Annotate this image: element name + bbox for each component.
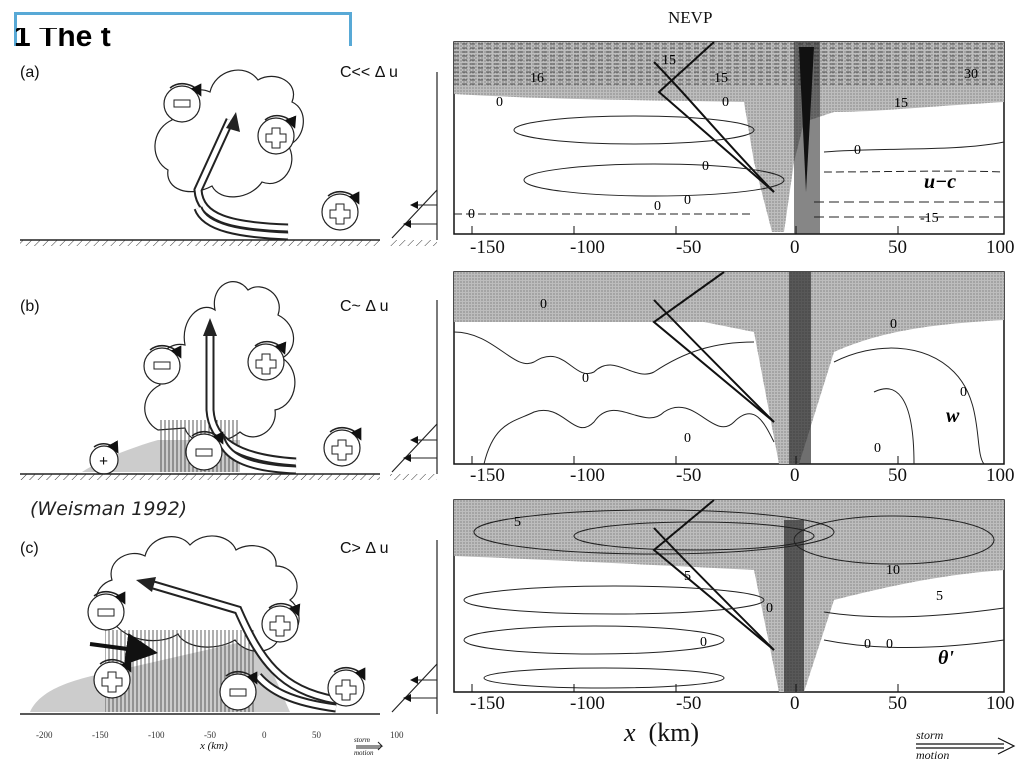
plot-w: 0 0 0 0 0 0 w bbox=[453, 271, 1005, 465]
u-c-label-7: 0 bbox=[854, 143, 861, 158]
regime-label-c: C> Δ u bbox=[340, 540, 389, 557]
schem-tick-5: 50 bbox=[312, 730, 321, 740]
updraft-a-inner bbox=[195, 118, 289, 231]
vortex-plus-b1 bbox=[247, 340, 287, 381]
plot1-tick-4: 50 bbox=[888, 237, 907, 258]
plot2-tick-0: -150 bbox=[470, 465, 505, 486]
plot-u-c: 16 15 15 30 0 0 15 0 0 0 0 0 -15 u−c bbox=[453, 41, 1005, 235]
schem-tick-3: -50 bbox=[204, 730, 216, 740]
w-label-0: 0 bbox=[540, 297, 547, 312]
plot3-tick-4: 50 bbox=[888, 693, 907, 714]
u-c-label-6: 15 bbox=[894, 96, 908, 111]
plot3-tick-2: -50 bbox=[676, 693, 702, 714]
u-c-label-5: 0 bbox=[722, 95, 729, 110]
vortex-minus-a1 bbox=[163, 82, 202, 123]
theta-label-4: 0 bbox=[700, 635, 707, 650]
w-label-3: 0 bbox=[684, 431, 691, 446]
regime-label-b: C~ Δ u bbox=[340, 298, 389, 315]
vortex-plus-a1 bbox=[257, 114, 297, 155]
vortex-minus-b2 bbox=[185, 430, 224, 471]
w-label-2: 0 bbox=[582, 371, 589, 386]
plot-theta: 5 5 10 5 0 0 0 0 θ' bbox=[453, 499, 1005, 693]
schematic-b: + bbox=[20, 281, 438, 480]
schem-tick-2: -100 bbox=[148, 730, 165, 740]
schematic-diagrams: + bbox=[20, 69, 438, 751]
vortex-plus-c1 bbox=[93, 658, 132, 699]
storm-motion-label: storm motion bbox=[916, 728, 950, 762]
u-c-field-label: u−c bbox=[924, 171, 956, 193]
w-label-1: 0 bbox=[890, 317, 897, 332]
regime-label-a: C<< Δ u bbox=[340, 64, 398, 81]
u-c-label-1: 15 bbox=[662, 53, 676, 68]
plot1-tick-2: -50 bbox=[676, 237, 702, 258]
panel-label-b: (b) bbox=[20, 298, 40, 315]
theta-label-3: 5 bbox=[936, 589, 943, 604]
plot2-tick-1: -100 bbox=[570, 465, 605, 486]
u-c-label-4: 0 bbox=[496, 95, 503, 110]
vortex-minus-b1 bbox=[143, 344, 182, 385]
vortex-plus-c2 bbox=[261, 602, 301, 643]
u-c-label-10: 0 bbox=[684, 193, 691, 208]
u-c-label-8: 0 bbox=[702, 159, 709, 174]
storm-motion-arrow bbox=[916, 737, 1016, 755]
u-c-label-12: -15 bbox=[920, 211, 939, 226]
plot3-tick-5: 100 bbox=[986, 693, 1015, 714]
vortex-plus-b2: + bbox=[89, 440, 119, 475]
plot2-tick-2: -50 bbox=[676, 465, 702, 486]
theta-label-6: 0 bbox=[864, 637, 871, 652]
schem-tick-1: -150 bbox=[92, 730, 109, 740]
slide-title: 1 The t bbox=[14, 20, 111, 53]
panel-label-c: (c) bbox=[20, 540, 39, 557]
plot-header: NEVP bbox=[668, 8, 713, 27]
vortex-plus-b3 bbox=[323, 426, 362, 467]
plot1-tick-5: 100 bbox=[986, 237, 1015, 258]
w-field-label: w bbox=[946, 405, 960, 427]
plot2-tick-3: 0 bbox=[790, 465, 800, 486]
citation: (Weisman 1992) bbox=[30, 498, 188, 520]
x-axis-label: x (km) bbox=[624, 718, 700, 747]
theta-label-0: 5 bbox=[514, 515, 521, 530]
contour-plots: 16 15 15 30 0 0 15 0 0 0 0 0 -15 u−c 0 0… bbox=[453, 41, 1005, 693]
schematic-a bbox=[20, 69, 438, 246]
panel-label-a: (a) bbox=[20, 64, 40, 81]
vortex-plus-a2 bbox=[321, 190, 360, 231]
theta-label-7: 0 bbox=[886, 637, 893, 652]
u-c-label-3: 30 bbox=[964, 67, 978, 82]
u-c-label-9: 0 bbox=[654, 199, 661, 214]
plot1-tick-1: -100 bbox=[570, 237, 605, 258]
theta-field-label: θ' bbox=[938, 647, 954, 669]
schem-tick-6: 100 bbox=[390, 730, 404, 740]
plot2-tick-4: 50 bbox=[888, 465, 907, 486]
vortex-plus-c3 bbox=[327, 666, 366, 707]
vortex-minus-c1 bbox=[87, 590, 126, 631]
vortex-minus-c2 bbox=[219, 670, 258, 711]
schem-axis-label: x (km) bbox=[200, 740, 228, 752]
u-c-label-11: 0 bbox=[468, 207, 475, 222]
plot-ticks bbox=[471, 226, 899, 692]
theta-label-1: 5 bbox=[684, 569, 691, 584]
plot1-tick-3: 0 bbox=[790, 237, 800, 258]
svg-text:+: + bbox=[99, 453, 108, 470]
plot3-tick-3: 0 bbox=[790, 693, 800, 714]
theta-label-5: 0 bbox=[766, 601, 773, 616]
w-label-4: 0 bbox=[960, 385, 967, 400]
schem-tick-4: 0 bbox=[262, 730, 267, 740]
plot2-tick-5: 100 bbox=[986, 465, 1015, 486]
schematic-c bbox=[20, 535, 438, 751]
theta-label-2: 10 bbox=[886, 563, 900, 578]
plot3-tick-1: -100 bbox=[570, 693, 605, 714]
schem-motion-label: storm motion bbox=[354, 736, 374, 757]
schem-tick-0: -200 bbox=[36, 730, 53, 740]
plot3-tick-0: -150 bbox=[470, 693, 505, 714]
u-c-label-0: 16 bbox=[530, 71, 544, 86]
plot1-tick-0: -150 bbox=[470, 237, 505, 258]
u-c-label-2: 15 bbox=[714, 71, 728, 86]
w-label-5: 0 bbox=[874, 441, 881, 456]
title-frame bbox=[14, 12, 352, 46]
